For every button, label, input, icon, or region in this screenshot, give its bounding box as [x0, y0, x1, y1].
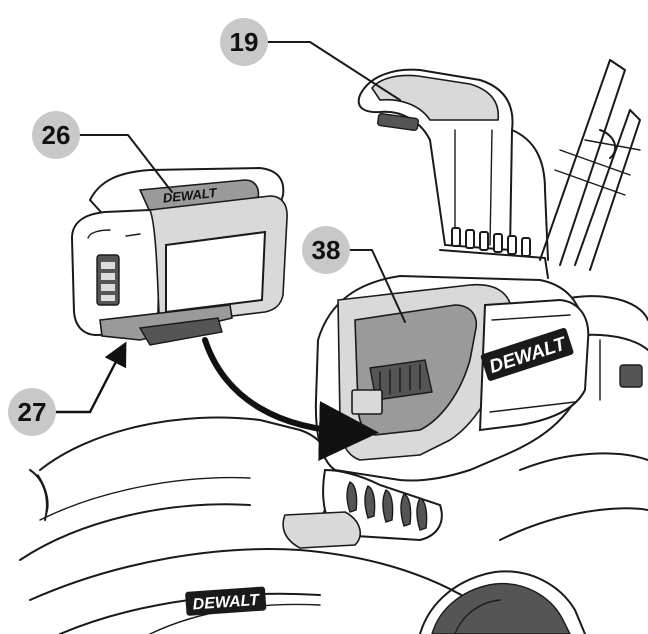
- deck-logo: DEWALT: [192, 592, 261, 614]
- svg-text:26: 26: [42, 120, 71, 150]
- battery-logo: DEWALT: [162, 185, 218, 206]
- curved-insert-arrow: [202, 337, 379, 462]
- lawn-mower-icon: DEWALT: [19, 59, 648, 634]
- callout-19: 19: [220, 18, 268, 66]
- leader-38: [347, 249, 406, 323]
- svg-text:38: 38: [312, 235, 341, 265]
- svg-text:19: 19: [230, 27, 259, 57]
- battery-pack-icon: DEWALT: [70, 166, 288, 346]
- leader-26: [77, 134, 173, 193]
- leader-19: [264, 41, 401, 101]
- svg-text:27: 27: [18, 397, 47, 427]
- battery-bay-lid: [357, 68, 549, 279]
- callout-26: 26: [32, 111, 80, 159]
- callout-38: 38: [302, 226, 350, 274]
- leader-27: [55, 341, 127, 414]
- callout-27: 27: [8, 388, 56, 436]
- leader-lines: [55, 41, 406, 414]
